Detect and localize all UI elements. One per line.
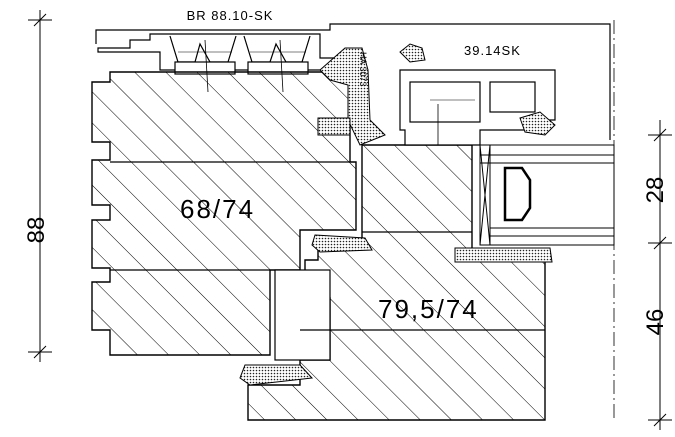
gasket-mid <box>311 234 373 253</box>
glass-rebate-lower-label: 46 <box>642 309 669 336</box>
dimension-overall-height <box>28 10 52 362</box>
gasket-rebate <box>317 117 351 136</box>
gasket-right-top <box>399 43 426 63</box>
gasket-top <box>319 47 386 146</box>
overall-height-label: 88 <box>23 217 50 244</box>
frame-section-label: 68/74 <box>180 194 255 224</box>
right-profile-label: 39.14SK <box>464 43 521 58</box>
top-profile-outline <box>95 23 611 140</box>
gasket-right-glass <box>519 111 556 136</box>
dimension-glass-rebate <box>648 120 672 430</box>
glass-rebate-upper-label: 28 <box>642 177 669 204</box>
sash-groove <box>274 269 331 361</box>
gasket-glass-bottom <box>454 247 553 263</box>
frame-section <box>91 71 357 356</box>
gasket-label: HA 3073 <box>358 52 368 87</box>
top-profile-label: BR 88.10-SK <box>187 8 274 23</box>
gaskets <box>239 43 556 386</box>
sash-section-label: 79,5/74 <box>378 294 479 324</box>
glazing-unit <box>479 144 615 246</box>
top-hardware-profile <box>97 33 336 93</box>
gasket-bottom <box>239 364 314 386</box>
right-aluminium-profile <box>399 69 556 146</box>
